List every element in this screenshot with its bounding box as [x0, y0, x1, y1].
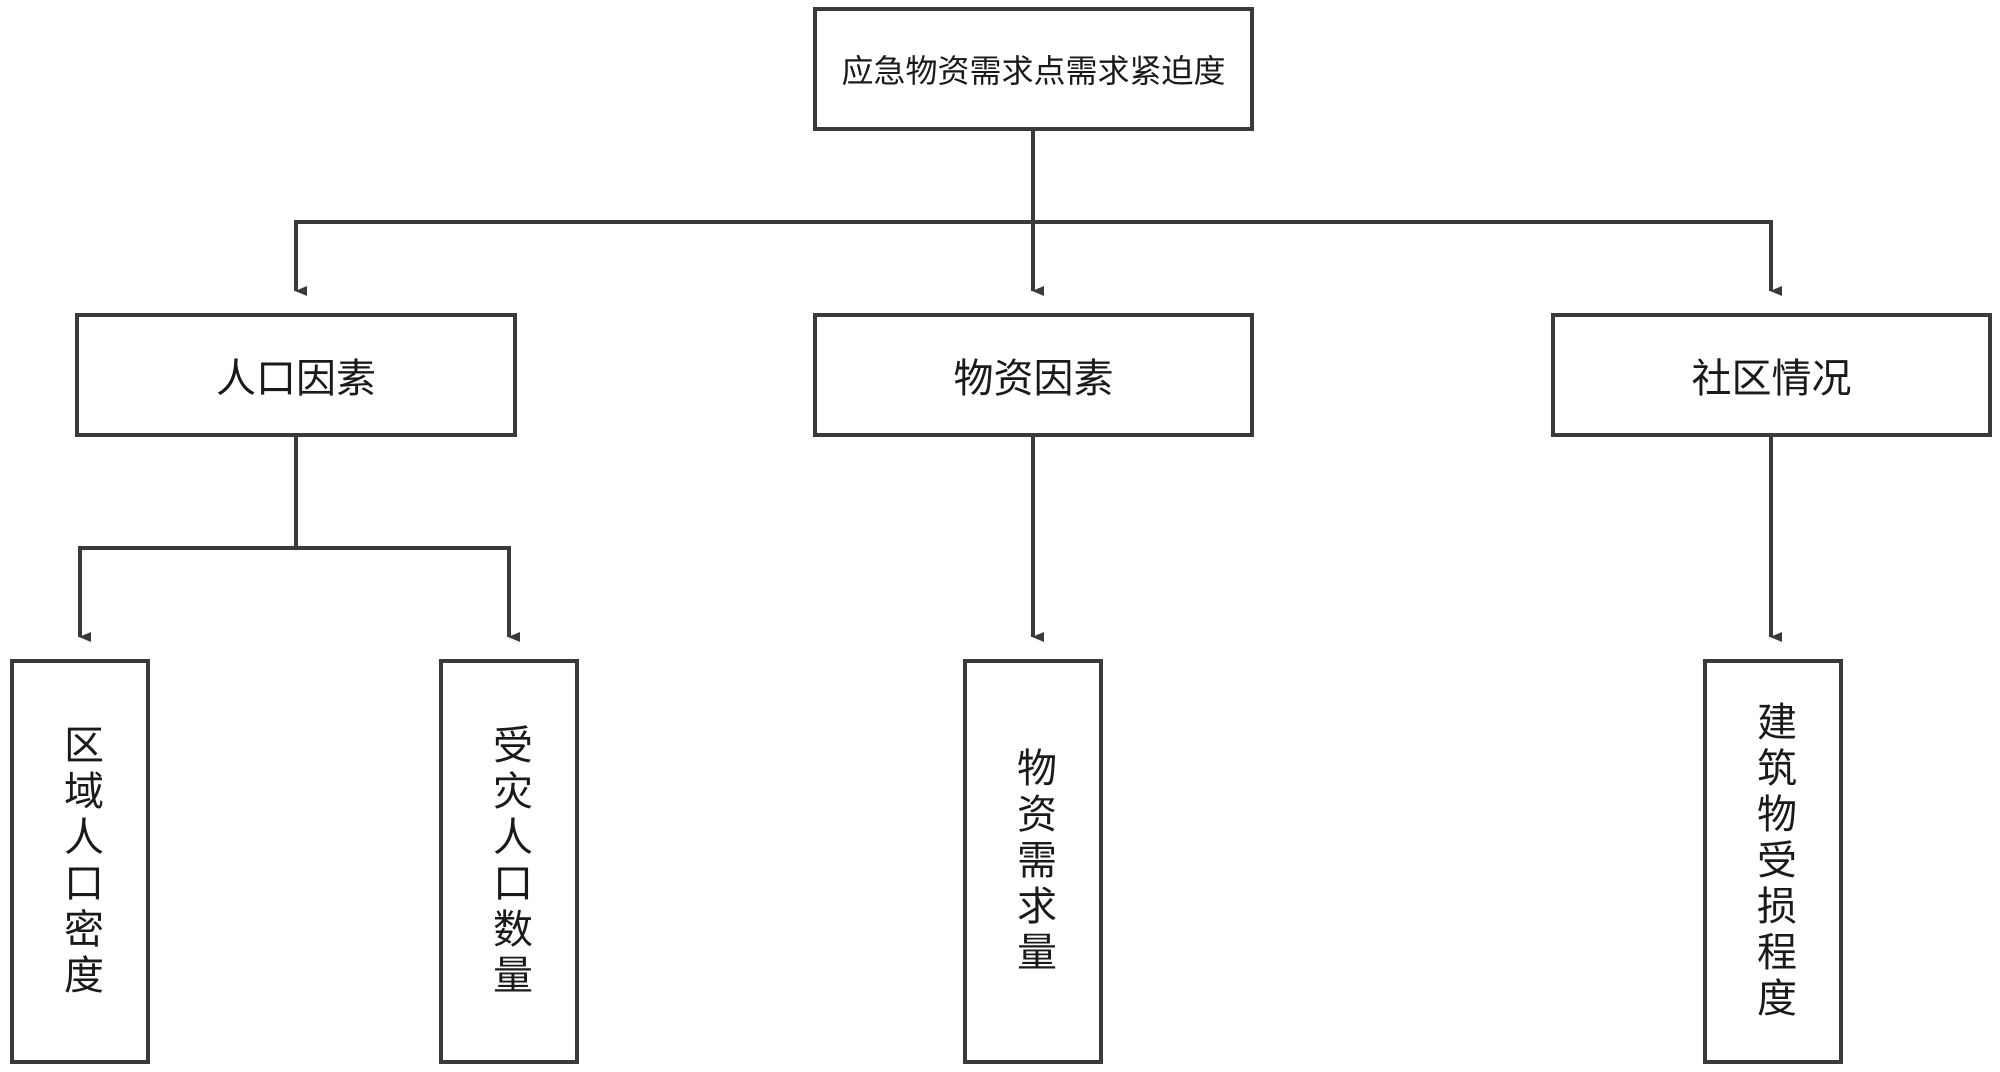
- leaf-node-affected-population: 受灾人口数量: [439, 659, 579, 1064]
- factor-node-label: 物资因素: [953, 356, 1114, 402]
- leaf-node-label: 物资需求量: [1010, 746, 1056, 977]
- factor-node-label: 人口因素: [216, 356, 376, 402]
- root-node: 应急物资需求点需求紧迫度: [813, 7, 1254, 131]
- factor-node-population: 人口因素: [75, 313, 517, 437]
- leaf-node-label: 建筑物受损程度: [1750, 700, 1796, 1023]
- leaf-node-population-density: 区域人口密度: [10, 659, 150, 1064]
- root-node-label: 应急物资需求点需求紧迫度: [841, 52, 1226, 90]
- factor-node-supplies: 物资因素: [813, 313, 1254, 437]
- factor-node-community: 社区情况: [1551, 313, 1992, 437]
- factor-node-label: 社区情况: [1691, 356, 1852, 402]
- leaf-node-label: 受灾人口数量: [486, 723, 532, 1000]
- leaf-node-label: 区域人口密度: [57, 723, 103, 1000]
- leaf-node-supply-demand: 物资需求量: [963, 659, 1103, 1064]
- leaf-node-building-damage: 建筑物受损程度: [1703, 659, 1843, 1064]
